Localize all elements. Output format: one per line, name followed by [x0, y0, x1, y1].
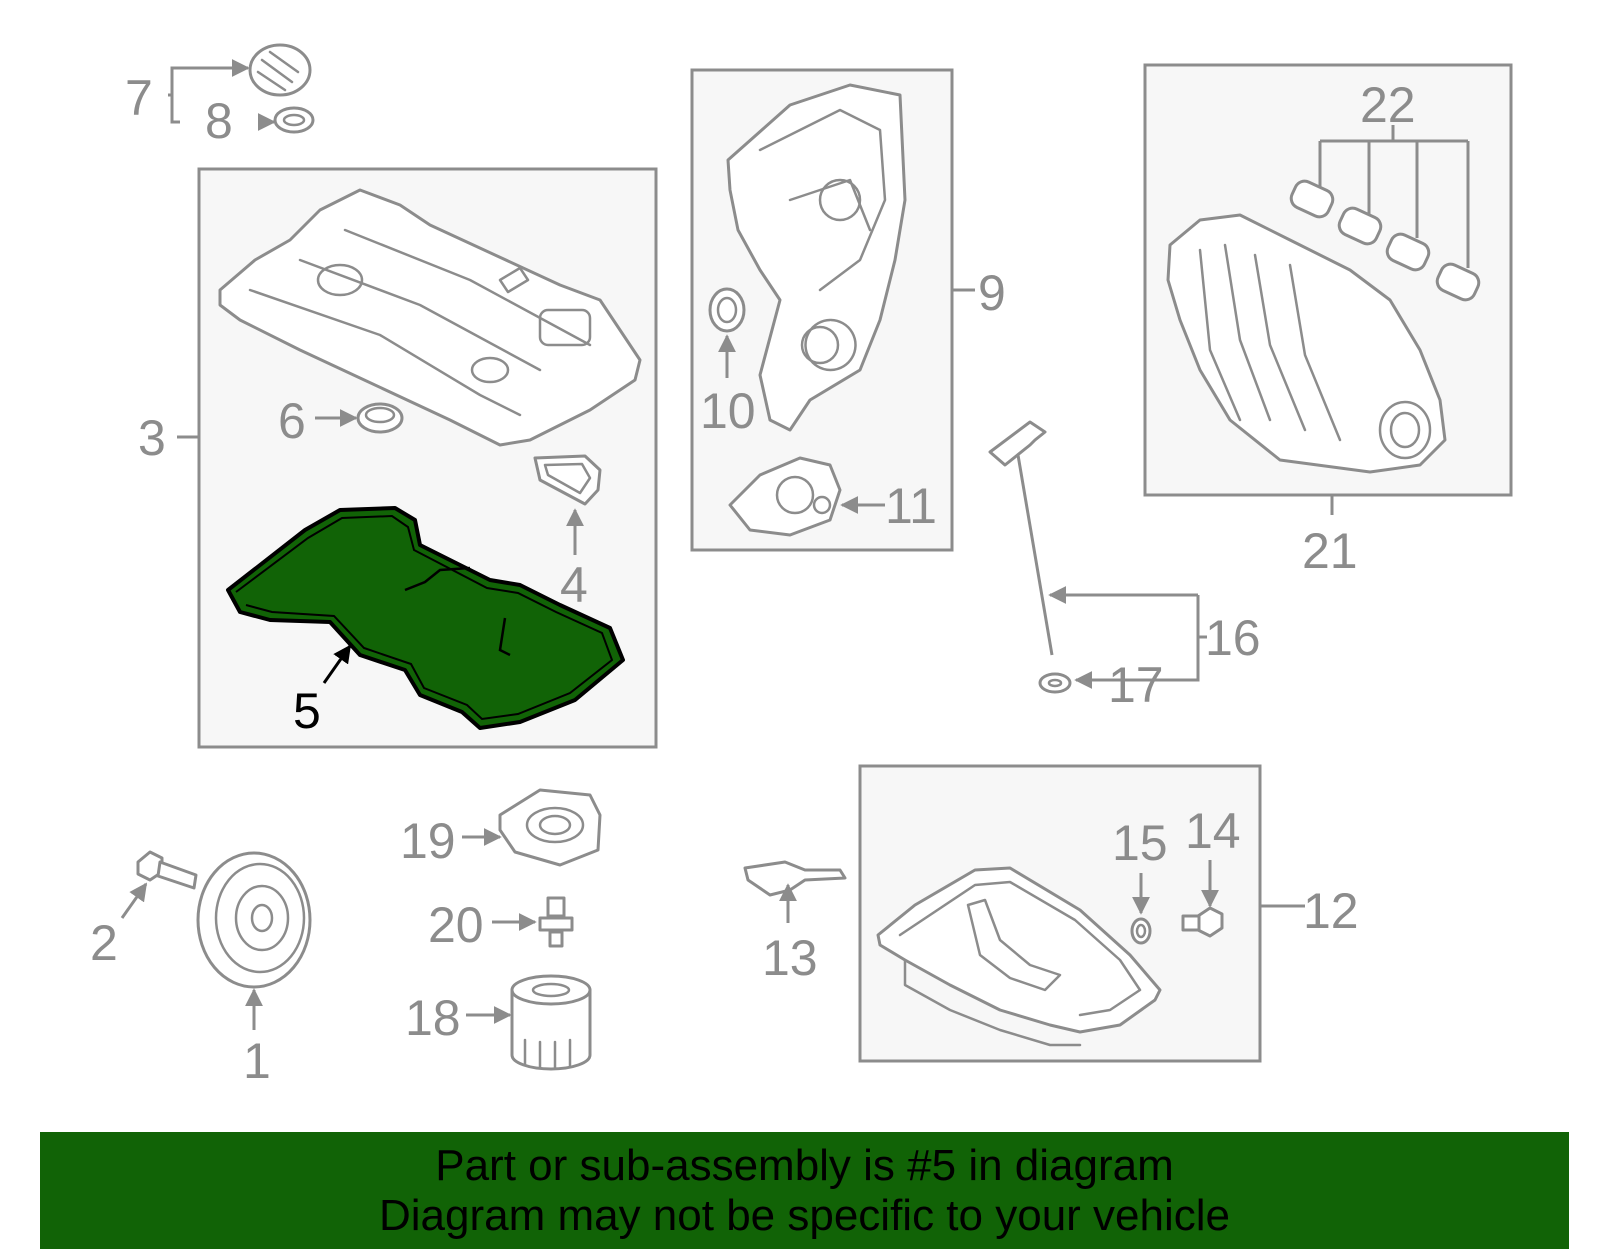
oil-pan-part [876, 866, 1162, 1047]
callout-3: 3 [138, 410, 166, 466]
callout-numbers: 7 8 3 6 4 5 9 10 11 22 21 16 17 19 20 18… [90, 70, 1416, 1089]
callout-6: 6 [278, 393, 306, 449]
valve-cover-gasket-part [226, 506, 625, 730]
drain-washer-part [1130, 917, 1152, 945]
banner-line-2: Diagram may not be specific to your vehi… [378, 1190, 1231, 1240]
spark-plug-tube-seal-part [356, 402, 404, 434]
small-gasket-part [533, 454, 602, 506]
callout-21: 21 [1302, 523, 1358, 579]
drain-plug-part [1181, 906, 1224, 938]
crankshaft-pulley-part [196, 851, 312, 989]
cap-seal-part [273, 106, 315, 134]
banner-line-1: Part or sub-assembly is #5 in diagram [435, 1140, 1174, 1190]
callout-5: 5 [293, 683, 321, 739]
callout-8: 8 [205, 93, 233, 149]
callout-15: 15 [1112, 815, 1168, 871]
callout-2: 2 [90, 915, 118, 971]
callout-13: 13 [762, 930, 818, 986]
callout-16: 16 [1205, 610, 1261, 666]
valve-cover-part [218, 188, 642, 447]
valve-cover-gasket-shape [226, 506, 625, 730]
callout-11: 11 [885, 478, 937, 534]
part-info-banner: Part or sub-assembly is #5 in diagram Di… [40, 1132, 1569, 1249]
front-oil-seal-part [708, 287, 746, 333]
callout-20: 20 [428, 897, 484, 953]
oil-dipstick-part [988, 420, 1054, 656]
callout-14: 14 [1185, 803, 1241, 859]
intake-gaskets-part [1289, 179, 1481, 302]
leader-lines [120, 59, 1470, 1030]
oil-filter-part [510, 974, 592, 1071]
oil-filler-cap-part [248, 43, 312, 97]
callout-18: 18 [405, 990, 461, 1046]
intake-manifold-part [1166, 213, 1447, 474]
pulley-bolt-part [136, 850, 198, 890]
timing-cover-part [726, 83, 907, 432]
callout-17: 17 [1108, 657, 1164, 713]
oil-level-sensor-part [743, 860, 847, 897]
callout-19: 19 [400, 813, 456, 869]
callout-7: 7 [125, 70, 153, 126]
dipstick-washer-part [1038, 672, 1072, 694]
oil-filter-fitting-part [538, 896, 574, 948]
callout-4: 4 [560, 557, 588, 613]
callout-12: 12 [1303, 883, 1359, 939]
oil-cooler-part [498, 788, 602, 867]
oil-pump-part [728, 456, 842, 537]
callout-10: 10 [700, 383, 756, 439]
callout-9: 9 [978, 265, 1006, 321]
callout-22: 22 [1360, 77, 1416, 133]
callout-1: 1 [243, 1033, 271, 1089]
